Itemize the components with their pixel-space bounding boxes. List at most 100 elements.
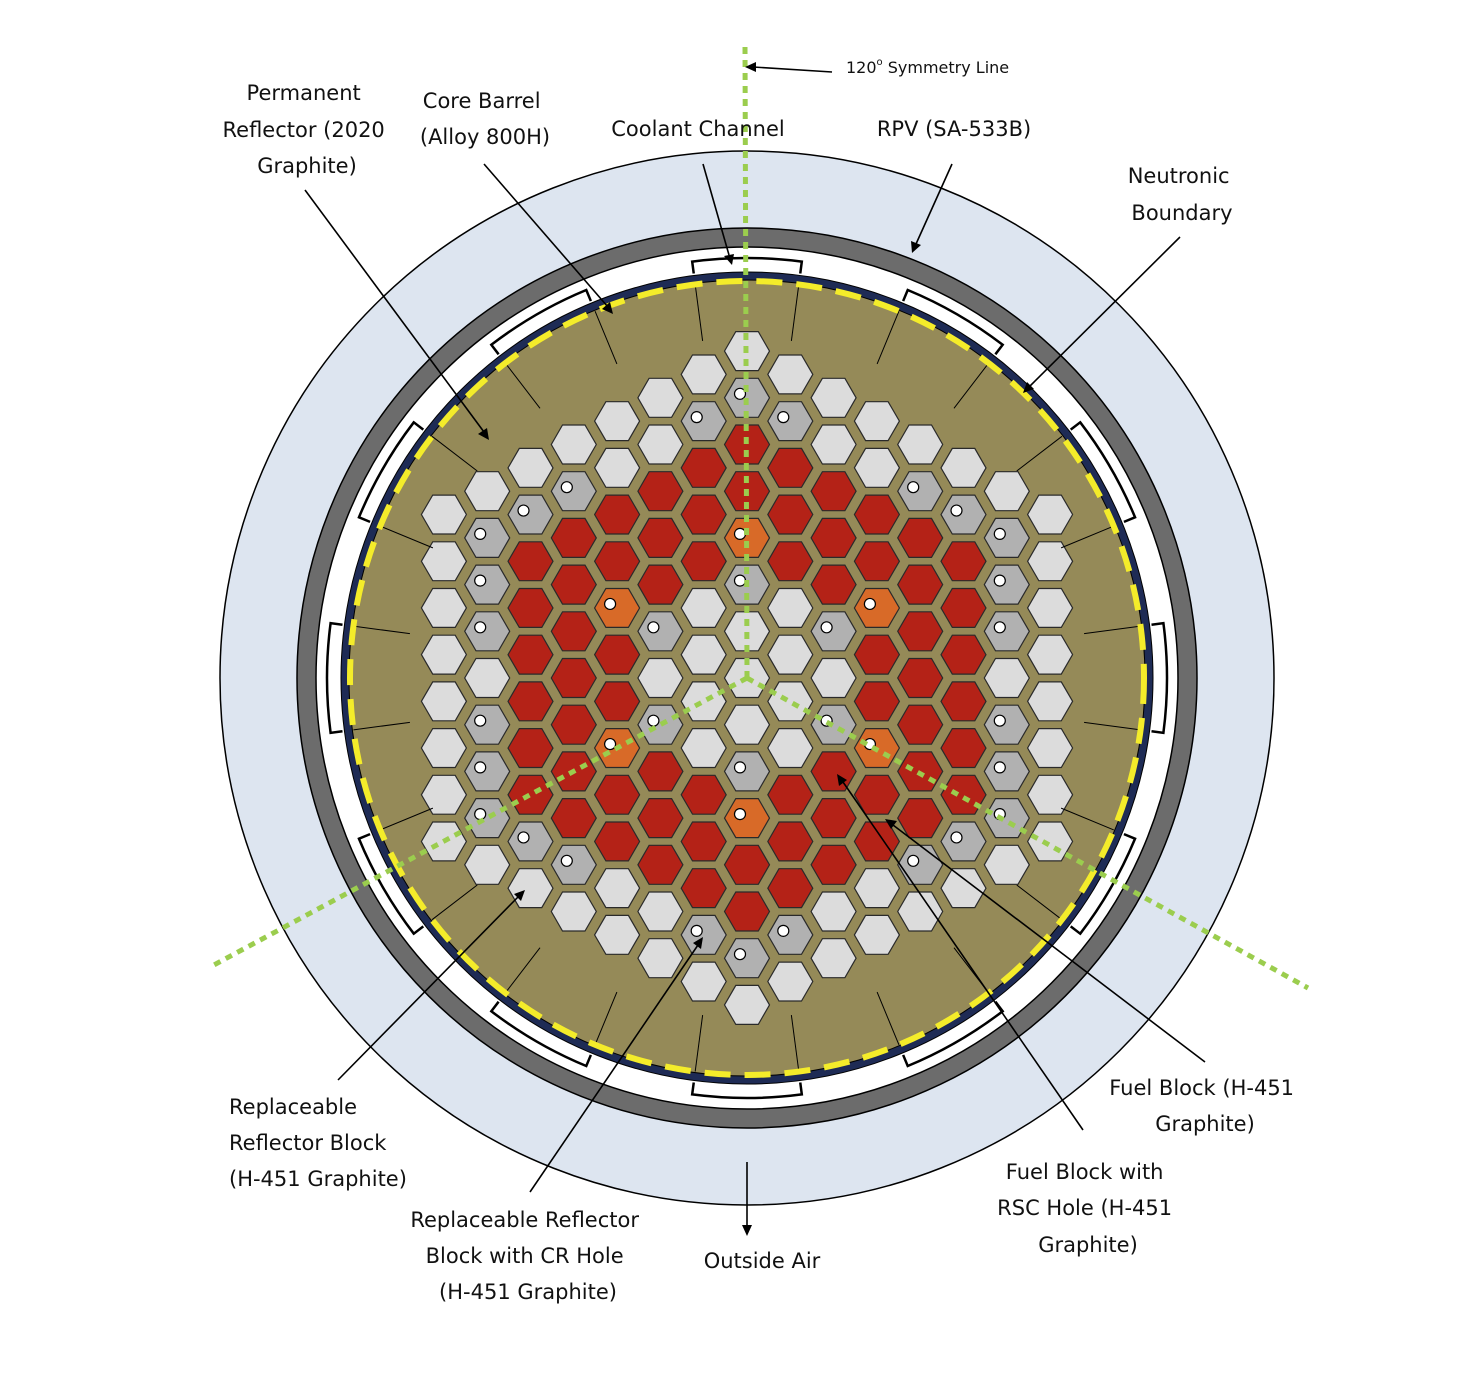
control-hole-icon bbox=[690, 924, 703, 937]
reflector-block bbox=[464, 844, 511, 885]
fuel-block bbox=[550, 797, 597, 839]
coolant-channel bbox=[901, 1000, 1005, 1068]
reflector-block bbox=[810, 657, 857, 699]
reflector-seam bbox=[380, 525, 434, 549]
replaceable-reflector-label: Replaceable Reflector Block (H-451 Graph… bbox=[229, 1095, 407, 1191]
fuel-block bbox=[637, 471, 684, 512]
coolant-channel bbox=[489, 1000, 593, 1068]
fuel-block bbox=[940, 587, 987, 629]
control-hole-icon bbox=[733, 387, 747, 400]
control-hole-icon bbox=[907, 481, 920, 494]
fuel-block bbox=[853, 774, 901, 815]
fuel-block-rsc bbox=[723, 517, 771, 559]
reflector-block-cr bbox=[767, 914, 814, 955]
reflector-seam bbox=[1060, 525, 1114, 549]
fuel-block bbox=[810, 564, 857, 605]
reflector-seam bbox=[1084, 721, 1141, 731]
fuel-block bbox=[723, 424, 771, 465]
control-hole-icon bbox=[517, 504, 530, 517]
fuel-block bbox=[767, 541, 814, 582]
control-hole-icon bbox=[474, 574, 487, 587]
leader-fuel-block-rsc bbox=[842, 781, 1084, 1131]
leader-permanent-reflector bbox=[304, 189, 485, 433]
reflector-block-cr bbox=[897, 471, 944, 512]
reflector-block bbox=[420, 634, 468, 675]
reflector-block-cr bbox=[810, 611, 857, 652]
reflector-block-cr bbox=[464, 751, 511, 792]
fuel-block-rsc bbox=[593, 587, 641, 629]
reflector-block-cr bbox=[983, 704, 1030, 745]
reflector-block bbox=[420, 541, 468, 582]
fuel-block bbox=[853, 634, 901, 675]
reflector-block-cr bbox=[810, 704, 857, 745]
neutronic-boundary-label: Neutronic Boundary bbox=[1128, 164, 1237, 225]
fuel-block bbox=[507, 727, 554, 769]
fuel-block bbox=[507, 634, 554, 675]
reflector-block-cr bbox=[464, 564, 511, 605]
reflector-block-cr bbox=[940, 494, 987, 535]
reflector-seam bbox=[1016, 435, 1063, 472]
reflector-block bbox=[420, 494, 468, 535]
fuel-block bbox=[593, 541, 641, 582]
fuel-block bbox=[680, 494, 727, 535]
reflector-block bbox=[810, 424, 857, 465]
core-barrel-label: Core Barrel (Alloy 800H) bbox=[420, 89, 550, 149]
control-hole-icon bbox=[950, 831, 963, 844]
rpv-label: RPV (SA-533B) bbox=[877, 117, 1031, 141]
reflector-seam bbox=[790, 284, 800, 341]
fuel-block bbox=[680, 447, 727, 488]
control-hole-icon bbox=[907, 854, 920, 867]
reflector-seam bbox=[953, 362, 990, 409]
reflector-block bbox=[1026, 494, 1074, 535]
reflector-block-cr bbox=[723, 751, 771, 792]
arrowhead-symmetry bbox=[745, 62, 756, 72]
permanent-reflector-label: Permanent Reflector (2020 Graphite) bbox=[223, 81, 392, 178]
fuel-block bbox=[767, 774, 814, 815]
fuel-block bbox=[897, 657, 944, 699]
reflector-block bbox=[767, 634, 814, 675]
reflector-seam bbox=[790, 1015, 800, 1072]
fuel-block bbox=[897, 704, 944, 745]
control-hole-icon bbox=[474, 761, 487, 774]
control-hole-icon bbox=[993, 574, 1006, 587]
fuel-block bbox=[593, 681, 641, 722]
fuel-block bbox=[593, 821, 641, 862]
fuel-block bbox=[637, 751, 684, 792]
reflector-block-cr bbox=[983, 797, 1030, 839]
reflector-block bbox=[1026, 821, 1074, 862]
fuel-block-rsc bbox=[853, 587, 901, 629]
reflector-block bbox=[550, 891, 597, 932]
fuel-block bbox=[853, 541, 901, 582]
reflector-block bbox=[897, 891, 944, 932]
fuel-block-rsc bbox=[723, 797, 771, 839]
fuel-block bbox=[680, 821, 727, 862]
reflector-block-cr bbox=[507, 494, 554, 535]
reflector-block-cr bbox=[464, 704, 511, 745]
reflector-seam bbox=[1084, 625, 1141, 635]
fuel-block bbox=[767, 494, 814, 535]
control-hole-icon bbox=[647, 621, 660, 634]
fuel-block bbox=[507, 587, 554, 629]
reflector-block bbox=[464, 471, 511, 512]
reflector-block bbox=[983, 471, 1030, 512]
control-hole-icon bbox=[733, 948, 747, 961]
control-hole-icon bbox=[993, 714, 1006, 727]
reflector-block bbox=[680, 634, 727, 675]
reflector-block bbox=[1026, 587, 1074, 629]
fuel-block bbox=[897, 517, 944, 559]
leader-fuel-block bbox=[892, 824, 1206, 1063]
reflector-block-cr bbox=[680, 401, 727, 442]
leader-core-barrel bbox=[483, 163, 609, 308]
reflector-seam bbox=[380, 807, 434, 831]
fuel-block bbox=[853, 681, 901, 722]
coolant-channel bbox=[1069, 420, 1137, 524]
arrowhead-outside-air bbox=[742, 1225, 752, 1236]
hex-block-grid bbox=[420, 331, 1074, 1026]
reflector-block-cr bbox=[983, 611, 1030, 652]
control-hole-icon bbox=[560, 481, 573, 494]
control-hole-icon bbox=[993, 621, 1006, 634]
reflector-seam bbox=[431, 435, 478, 472]
fuel-block bbox=[593, 774, 641, 815]
reflector-seam bbox=[353, 625, 410, 635]
arrowhead-replaceable-reflector bbox=[514, 890, 525, 901]
